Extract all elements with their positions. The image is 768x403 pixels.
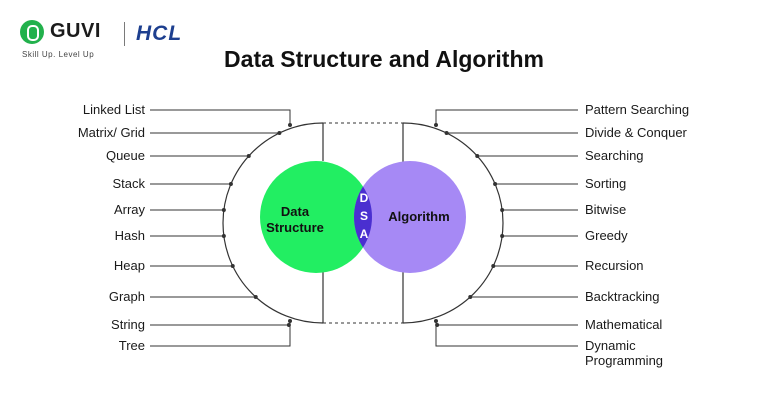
algorithm-circle-label: Algorithm: [388, 209, 450, 224]
dsa-letter-a: A: [359, 227, 369, 241]
right-connector: [435, 321, 578, 347]
data-structure-item: Heap: [113, 258, 145, 273]
algorithm-item: Divide & Conquer: [585, 125, 687, 140]
right-connector-dot: [434, 123, 438, 127]
data-structure-item: Tree: [118, 338, 145, 353]
data-structure-label-line2: Structure: [266, 220, 324, 235]
algorithm-item: Recursion: [585, 258, 644, 273]
left-connector-dot: [230, 264, 235, 268]
left-connector-dot: [228, 182, 233, 186]
algorithm-item: Searching: [585, 148, 644, 163]
connector-lines: [150, 109, 578, 347]
brand-divider: [124, 22, 125, 46]
data-structure-circle: [260, 161, 372, 273]
right-connector-dot: [468, 295, 473, 299]
left-connector-dot: [288, 123, 292, 127]
partner-logo: HCL: [136, 22, 183, 45]
dsa-letter-d: D: [359, 191, 369, 205]
data-structure-circle-label: Data Structure: [262, 204, 328, 236]
data-structure-item: Hash: [114, 228, 145, 243]
brand-name: GUVI: [50, 20, 101, 42]
left-connector-dot: [221, 208, 226, 212]
right-connector-dot: [434, 319, 438, 323]
left-connector-dot: [221, 234, 226, 238]
algorithm-item-line2: Programming: [585, 353, 664, 368]
dsa-overlap: [354, 186, 372, 248]
left-connector-dot: [277, 131, 282, 135]
left-connector-dot: [246, 154, 251, 158]
right-connector-dot: [493, 182, 498, 186]
left-connector-dot: [253, 295, 258, 299]
data-structure-item: Linked List: [82, 102, 145, 117]
left-connector: [150, 109, 291, 125]
right-connector-dot: [475, 154, 480, 158]
left-connector-dot: [288, 319, 292, 323]
data-structure-item: Queue: [105, 148, 145, 163]
brand-header: GUVI HCL Skill Up. Level Up: [20, 16, 220, 62]
data-structure-label-line1: Data: [280, 204, 310, 219]
dsa-letter-s: S: [359, 209, 368, 223]
venn-circles: [260, 161, 466, 273]
guvi-logo-icon: [20, 20, 44, 44]
algorithm-circle: [354, 161, 466, 273]
right-connector-dot: [500, 208, 505, 212]
data-structure-item: Matrix/ Grid: [77, 125, 145, 140]
page-title: Data Structure and Algorithm: [224, 46, 544, 72]
algorithm-item: Mathematical: [585, 317, 663, 332]
algorithm-item: Bitwise: [585, 202, 627, 217]
algorithm-item: Sorting: [585, 176, 627, 191]
algorithm-item: Pattern Searching: [585, 102, 690, 117]
right-connector-dot: [444, 131, 449, 135]
data-structure-item: Graph: [108, 289, 145, 304]
left-connector: [150, 321, 291, 347]
brand-tagline: Skill Up. Level Up: [22, 50, 95, 59]
right-connector-dot: [491, 264, 496, 268]
algorithm-item-line1: Dynamic: [585, 338, 636, 353]
data-structure-item: Array: [113, 202, 145, 217]
algorithm-item: Backtracking: [585, 289, 660, 304]
data-structure-item: Stack: [112, 176, 145, 191]
algorithm-item: Greedy: [585, 228, 628, 243]
data-structure-item: String: [111, 317, 145, 332]
right-connector-dot: [500, 234, 505, 238]
right-connector: [435, 109, 578, 125]
